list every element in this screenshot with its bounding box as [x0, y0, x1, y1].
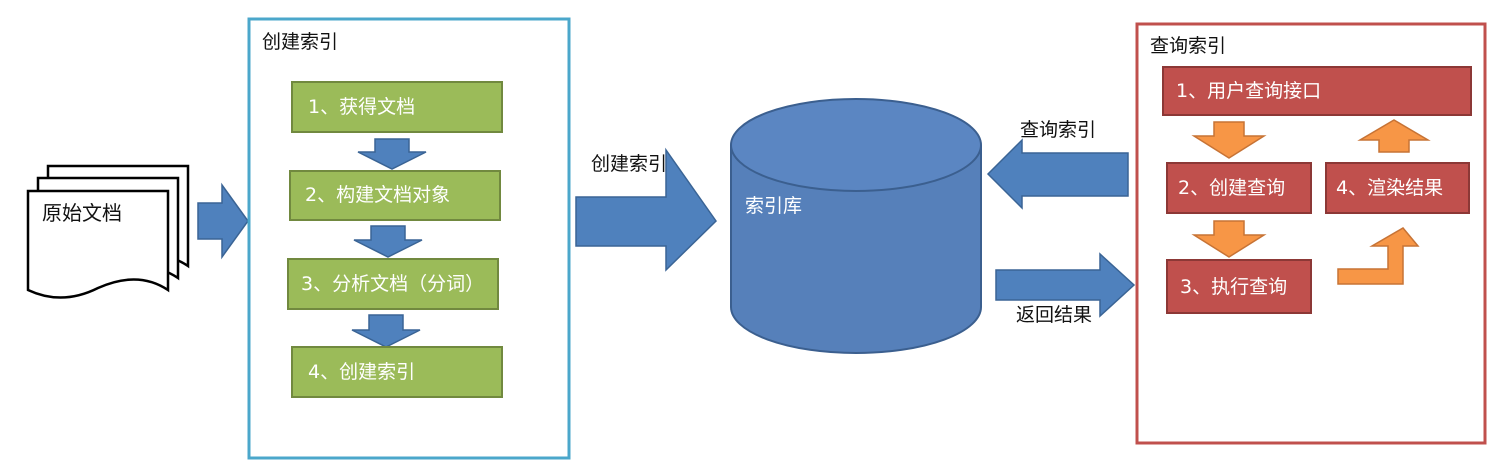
arrow-step-2-to-3-orange: [1191, 220, 1267, 258]
create-step-3-box: [287, 258, 499, 310]
arrow-return-label: 返回结果: [1016, 304, 1092, 326]
arrow-query-to-db: [986, 138, 1129, 210]
query-step-1-box: [1162, 66, 1472, 116]
create-step-4-box: [291, 346, 503, 398]
query-step-4-label: 4、渲染结果: [1336, 177, 1443, 199]
arrow-step-1-to-2: [357, 138, 427, 170]
source-document-label: 原始文档: [42, 201, 122, 225]
arrow-db-to-results: [995, 252, 1136, 318]
arrow-step-3-to-4: [351, 314, 421, 348]
arrow-step-4-to-1-orange: [1357, 119, 1431, 153]
document-page-front: [26, 189, 170, 299]
create-step-4-label: 4、创建索引: [308, 361, 415, 383]
query-step-2-label: 2、创建查询: [1178, 177, 1285, 199]
query-step-4-box: [1325, 162, 1470, 214]
database-label: 索引库: [745, 195, 802, 217]
create-step-1-label: 1、获得文档: [308, 96, 415, 118]
source-documents: 原始文档: [26, 164, 190, 299]
arrow-step-1-to-2-orange: [1191, 121, 1267, 159]
create-index-panel: 创建索引 1、获得文档 2、构建文档对象 3、分析文档（分词） 4、创建索引: [247, 17, 571, 460]
create-index-title: 创建索引: [262, 31, 338, 53]
arrow-step-3-to-4-orange: [1337, 227, 1420, 285]
index-database: 索引库: [730, 98, 982, 354]
arrow-query-label: 查询索引: [1020, 119, 1096, 141]
arrow-step-2-to-3: [353, 225, 423, 258]
query-index-panel: 查询索引 1、用户查询接口 2、创建查询 4、渲染结果 3、执行查询: [1135, 22, 1487, 445]
arrow-create-to-db: [575, 147, 717, 272]
database-body: [730, 145, 982, 354]
create-step-1-box: [291, 81, 503, 133]
query-step-1-label: 1、用户查询接口: [1176, 80, 1321, 102]
query-step-3-box: [1166, 259, 1312, 314]
create-step-2-box: [289, 170, 501, 221]
arrow-doc-to-create: [197, 182, 249, 260]
query-step-3-label: 3、执行查询: [1180, 276, 1287, 298]
query-index-title: 查询索引: [1150, 35, 1226, 57]
arrow-create-label: 创建索引: [591, 153, 667, 175]
query-step-2-box: [1166, 162, 1312, 214]
create-step-3-label: 3、分析文档（分词）: [301, 273, 484, 295]
create-step-2-label: 2、构建文档对象: [305, 184, 450, 206]
database-top: [730, 98, 982, 192]
